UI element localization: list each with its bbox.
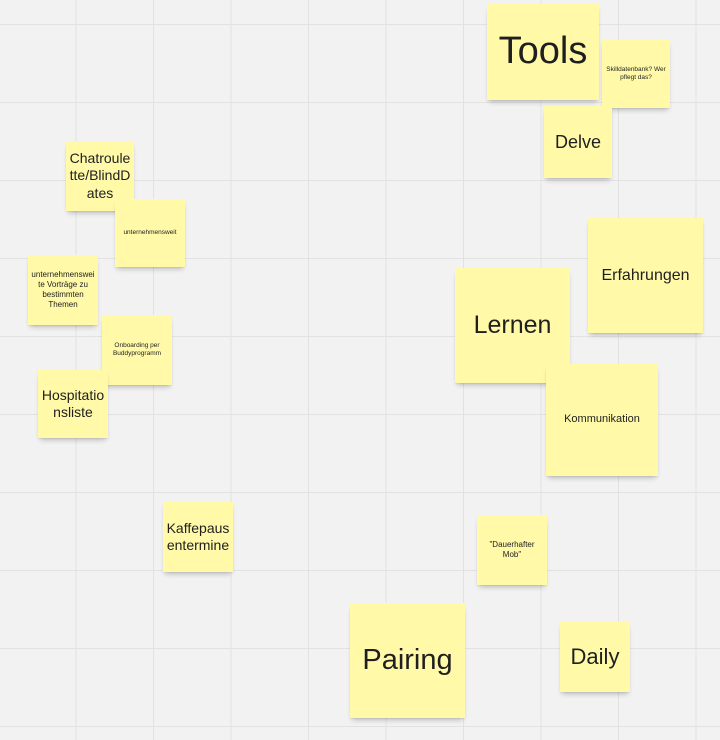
sticky-note-text: Kaffepausentermine (166, 519, 230, 554)
sticky-note-text: Lernen (473, 310, 552, 339)
sticky-note-lernen[interactable]: Lernen (455, 268, 570, 383)
sticky-note-text: Tools (498, 30, 588, 73)
sticky-note-unternehmensweite-vortraege[interactable]: unternehmensweite Vorträge zu bestimmten… (28, 255, 98, 325)
sticky-note-text: Erfahrungen (601, 266, 690, 284)
sticky-note-text: Chatroulette/BlindDates (69, 149, 131, 201)
sticky-note-text: Pairing (362, 644, 453, 677)
sticky-note-chatroulette[interactable]: Chatroulette/BlindDates (66, 141, 134, 211)
sticky-note-kommunikation[interactable]: Kommunikation (546, 364, 658, 476)
sticky-note-kaffepausentermine[interactable]: Kaffepausentermine (163, 502, 233, 572)
sticky-note-onboarding[interactable]: Onboarding per Buddyprogramm (102, 315, 172, 385)
sticky-note-daily[interactable]: Daily (560, 622, 630, 692)
sticky-note-dauerhafter-mob[interactable]: "Dauerhafter Mob" (477, 515, 547, 585)
sticky-note-unternehmensweit[interactable]: unternehmensweit (115, 199, 185, 267)
sticky-note-hospitationsliste[interactable]: Hospitationsliste (38, 370, 108, 438)
sticky-note-text: "Dauerhafter Mob" (489, 540, 535, 559)
sticky-note-text: unternehmensweit (123, 228, 177, 236)
sticky-note-text: Skilldatenbank? Wer pflegt das? (606, 65, 666, 81)
sticky-note-text: Kommunikation (564, 413, 640, 426)
sticky-note-text: unternehmensweite Vorträge zu bestimmten… (31, 270, 95, 309)
sticky-note-text: Hospitationsliste (41, 386, 105, 421)
sticky-note-text: Onboarding per Buddyprogramm (112, 341, 162, 357)
sticky-note-erfahrungen[interactable]: Erfahrungen (588, 218, 703, 333)
sticky-note-tools[interactable]: Tools (487, 4, 599, 100)
sticky-note-skilldatenbank[interactable]: Skilldatenbank? Wer pflegt das? (602, 40, 670, 108)
sticky-note-pairing[interactable]: Pairing (350, 603, 465, 718)
sticky-note-text: Delve (554, 131, 602, 152)
sticky-note-text: Daily (570, 644, 620, 670)
sticky-note-delve[interactable]: Delve (544, 106, 612, 178)
